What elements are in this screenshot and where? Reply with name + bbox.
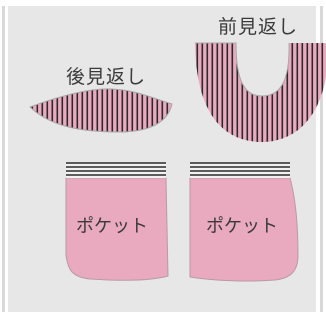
right-edge-strip [320, 6, 323, 312]
pocket-left-label: ポケット [76, 216, 148, 237]
front-facing-label: 前見返し [218, 16, 299, 38]
front-facing-piece [195, 42, 326, 142]
pocket-right-piece [189, 162, 299, 282]
pocket-left-piece [65, 162, 169, 281]
pocket-right-label: ポケット [206, 216, 278, 237]
left-edge-strip [2, 6, 5, 312]
back-facing-piece [29, 88, 173, 133]
back-facing-label: 後見返し [66, 66, 147, 88]
